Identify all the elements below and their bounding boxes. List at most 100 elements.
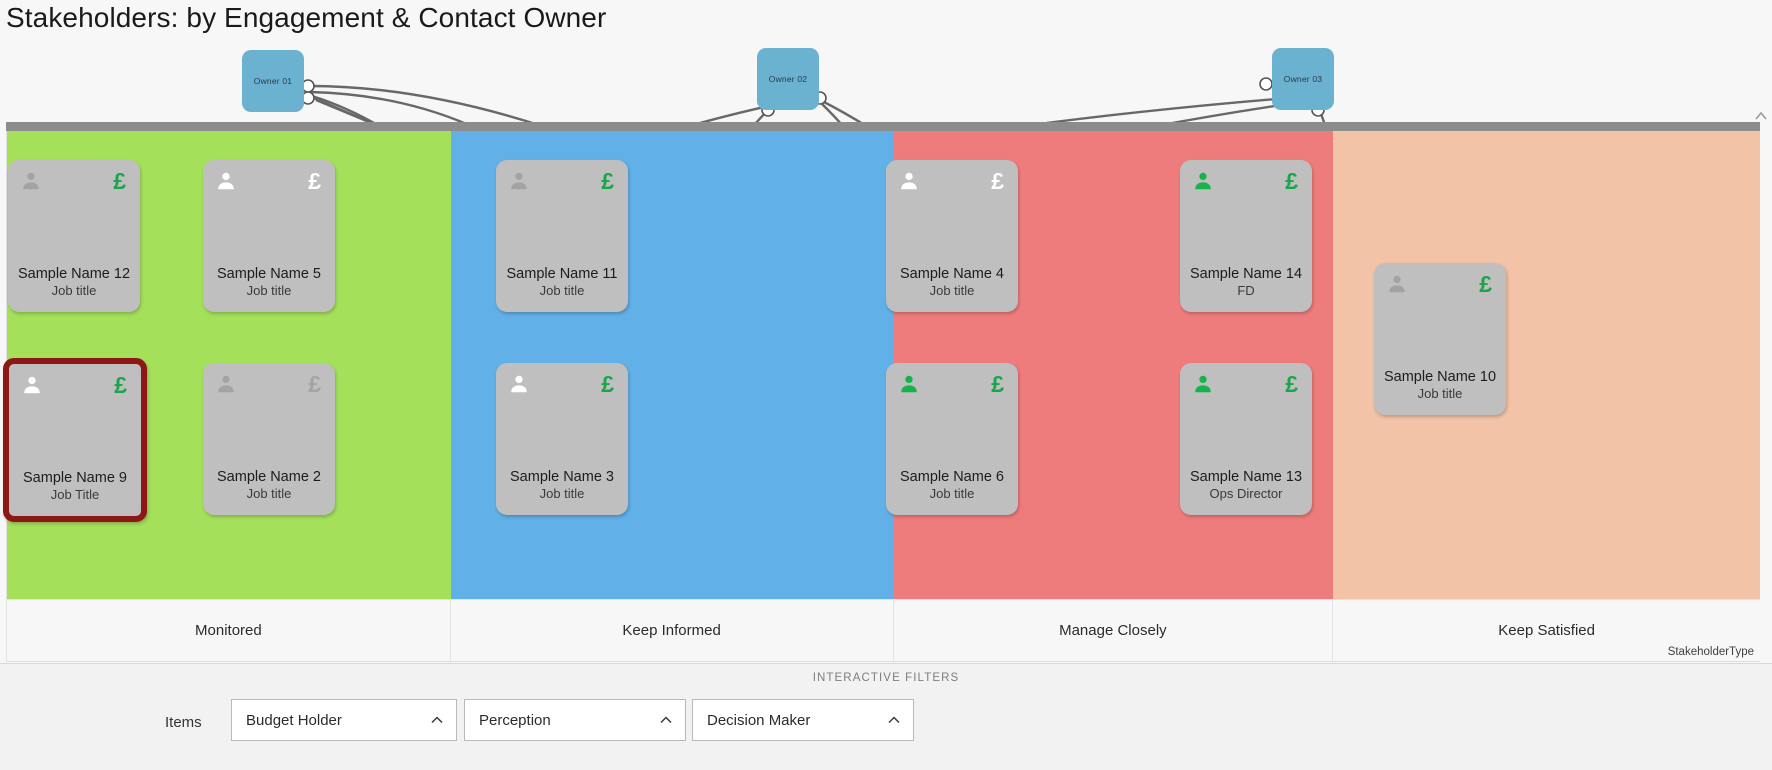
stakeholder-name: Sample Name 14 bbox=[1189, 265, 1303, 282]
stakeholder-name: Sample Name 11 bbox=[506, 265, 618, 282]
person-icon bbox=[20, 170, 42, 204]
owner-node-label: Owner 03 bbox=[1283, 74, 1323, 84]
filters-caption: INTERACTIVE FILTERS bbox=[812, 672, 960, 684]
person-icon bbox=[1192, 170, 1214, 204]
budget-holder-icon: £ bbox=[601, 371, 614, 397]
card-icon-row: £ bbox=[496, 160, 628, 204]
card-icon-row: £ bbox=[1180, 160, 1312, 204]
stakeholder-job: Ops Director bbox=[1209, 486, 1283, 502]
chevron-up-icon bbox=[887, 713, 901, 727]
page-title: Stakeholders: by Engagement & Contact Ow… bbox=[6, 2, 607, 33]
filter-dropdown-budget-holder[interactable]: Budget Holder bbox=[231, 699, 457, 741]
stakeholder-name: Sample Name 5 bbox=[217, 265, 321, 282]
stakeholder-name: Sample Name 12 bbox=[17, 265, 131, 282]
stakeholder-job: Job title bbox=[539, 486, 585, 502]
card-icon-row: £ bbox=[203, 160, 335, 204]
budget-holder-icon: £ bbox=[308, 371, 321, 397]
items-label: Items bbox=[165, 714, 202, 731]
stakeholder-name: Sample Name 10 bbox=[1383, 368, 1497, 385]
axis-label-manage-closely: Manage Closely bbox=[894, 600, 1334, 661]
budget-holder-icon: £ bbox=[114, 372, 127, 398]
stakeholder-job: Job title bbox=[929, 486, 975, 502]
quadrant-axis-labels: Monitored Keep Informed Manage Closely K… bbox=[6, 599, 1760, 662]
axis-label-text: Manage Closely bbox=[1059, 622, 1167, 639]
owner-node-03[interactable]: Owner 03 bbox=[1272, 48, 1334, 110]
person-icon bbox=[215, 373, 237, 407]
stakeholder-job: Job title bbox=[246, 486, 292, 502]
filter-dropdown-decision-maker[interactable]: Decision Maker bbox=[692, 699, 914, 741]
budget-holder-icon: £ bbox=[1285, 168, 1298, 194]
person-icon bbox=[1192, 373, 1214, 407]
person-icon bbox=[898, 373, 920, 407]
budget-holder-icon: £ bbox=[601, 168, 614, 194]
owner-node-01[interactable]: Owner 01 bbox=[242, 50, 304, 112]
chevron-up-icon bbox=[430, 713, 444, 727]
person-icon bbox=[1386, 273, 1408, 307]
card-icon-row: £ bbox=[496, 363, 628, 407]
budget-holder-icon: £ bbox=[113, 168, 126, 194]
filter-dropdown-label: Decision Maker bbox=[707, 711, 811, 729]
card-icon-row: £ bbox=[886, 363, 1018, 407]
axis-label-text: Keep Satisfied bbox=[1498, 622, 1595, 639]
filter-dropdown-label: Perception bbox=[479, 711, 551, 729]
stakeholder-name: Sample Name 3 bbox=[510, 468, 614, 485]
axis-label-text: Keep Informed bbox=[622, 622, 721, 639]
stakeholder-job: Job Title bbox=[50, 487, 100, 503]
card-icon-row: £ bbox=[203, 363, 335, 407]
stakeholder-job: Job title bbox=[539, 283, 585, 299]
filter-dropdown-label: Budget Holder bbox=[246, 711, 342, 729]
stakeholder-job: Job title bbox=[246, 283, 292, 299]
card-icon-row: £ bbox=[8, 160, 140, 204]
budget-holder-icon: £ bbox=[1285, 371, 1298, 397]
person-icon bbox=[21, 374, 43, 408]
person-icon bbox=[215, 170, 237, 204]
owner-node-band: Owner 01 Owner 02 Owner 03 bbox=[0, 44, 1772, 126]
card-icon-row: £ bbox=[9, 364, 141, 408]
budget-holder-icon: £ bbox=[1479, 271, 1492, 297]
axis-field-name: StakeholderType bbox=[1667, 646, 1754, 658]
budget-holder-icon: £ bbox=[991, 371, 1004, 397]
person-icon bbox=[508, 170, 530, 204]
person-icon bbox=[898, 170, 920, 204]
scroll-up-icon[interactable] bbox=[1753, 108, 1769, 124]
interactive-filter-bar: INTERACTIVE FILTERS Items Budget Holder … bbox=[0, 663, 1772, 770]
card-icon-row: £ bbox=[886, 160, 1018, 204]
owner-node-02[interactable]: Owner 02 bbox=[757, 48, 819, 110]
stakeholder-job: Job title bbox=[1417, 386, 1463, 402]
stakeholder-name: Sample Name 6 bbox=[900, 468, 1004, 485]
axis-label-text: Monitored bbox=[195, 622, 262, 639]
chart-divider-bar bbox=[6, 122, 1760, 131]
stakeholder-job: FD bbox=[1237, 283, 1255, 299]
stakeholder-name: Sample Name 4 bbox=[900, 265, 1004, 282]
filter-dropdown-perception[interactable]: Perception bbox=[464, 699, 686, 741]
stakeholder-name: Sample Name 13 bbox=[1189, 468, 1303, 485]
axis-label-monitored: Monitored bbox=[7, 600, 451, 661]
person-icon bbox=[508, 373, 530, 407]
budget-holder-icon: £ bbox=[308, 168, 321, 194]
budget-holder-icon: £ bbox=[991, 168, 1004, 194]
card-icon-row: £ bbox=[1374, 263, 1506, 307]
stakeholder-job: Job title bbox=[929, 283, 975, 299]
stakeholder-job: Job title bbox=[51, 283, 97, 299]
